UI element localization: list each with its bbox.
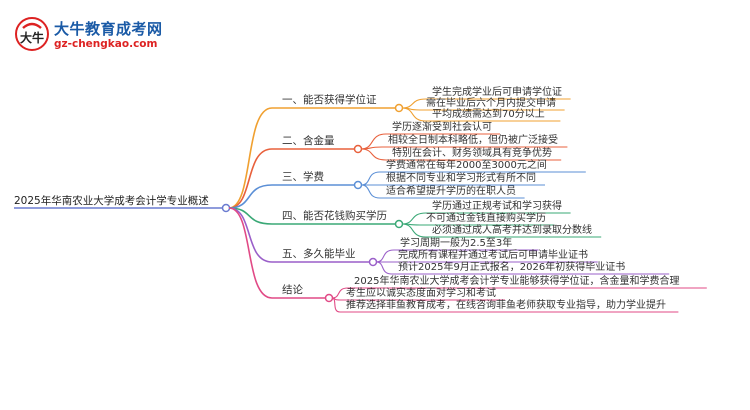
connector-line [228,184,355,209]
leaf-5-1: 学习周期一般为2.5至3年 [400,238,513,249]
branch-6-label: 结论 [282,284,303,296]
node-dot [368,257,378,267]
connector-line [228,207,370,263]
leaf-6-3: 推荐选择菲鱼教育成考，在线咨询菲鱼老师获取专业指导，助力学业提升 [346,300,666,311]
leaf-1-1: 学生完成学业后可申请学位证 [432,87,562,98]
connector-line [360,184,525,199]
leaf-2-2: 相较全日制本科略低，但仍被广泛接受 [388,135,558,146]
leaf-4-1: 学历通过正规考试和学习获得 [432,201,562,212]
leaf-6-1: 2025年华南农业大学成考会计学专业能够获得学位证，含金量和学费合理 [354,276,680,287]
node-dot [394,219,404,229]
node-dot [394,103,404,113]
leaf-2-3: 特别在会计、财务领域具有竞争优势 [392,148,552,159]
root-node-label: 2025年华南农业大学成考会计学专业概述 [14,195,209,207]
connector-line [331,287,707,299]
connector-line [228,207,396,225]
branch-4-label: 四、能否花钱购买学历 [282,210,387,222]
leaf-4-2: 不可通过金钱直接购买学历 [426,213,546,224]
leaf-6-2: 考生应以诚实态度面对学习和考试 [346,288,496,299]
branch-2-label: 二、含金量 [282,135,335,147]
connector-line [401,223,602,238]
site-logo[interactable]: 大牛 大牛教育成考网 gz-chengkao.com [14,14,164,54]
logo-site-name: 大牛教育成考网 [54,20,163,38]
connector-line [228,107,396,209]
node-dot [324,293,334,303]
branch-3-label: 三、学费 [282,171,324,183]
connector-line [228,148,355,209]
node-dot [221,203,231,213]
leaf-2-1: 学历逐渐受到社会认可 [392,122,492,133]
branch-1-label: 一、能否获得学位证 [282,94,377,106]
branch-5-label: 五、多久能毕业 [282,248,356,260]
leaf-4-3: 必须通过成人高考并达到录取分数线 [432,225,592,236]
logo-mark-icon: 大牛 [15,17,49,51]
connector-line [360,148,562,161]
leaf-5-2: 完成所有课程并通过考试后可申请毕业证书 [398,250,588,261]
leaf-5-3: 预计2025年9月正式报名，2026年初获得毕业证书 [398,262,626,273]
connector-line [401,107,561,122]
logo-mark-text: 大牛 [20,30,44,45]
leaf-3-3: 适合希望提升学历的在职人员 [386,186,516,197]
leaf-1-3: 平均成绩需达到70分以上 [432,109,545,120]
leaf-3-1: 学费通常在每年2000至3000元之间 [386,160,547,171]
logo-site-url: gz-chengkao.com [54,38,158,50]
leaf-1-2: 需在毕业后六个月内提交申请 [426,98,556,109]
node-dot [353,144,363,154]
connector-line [331,297,679,313]
connector-line [228,207,326,299]
leaf-3-2: 根据不同专业和学习形式有所不同 [386,173,536,184]
node-dot [353,180,363,190]
connector-line [375,261,670,275]
